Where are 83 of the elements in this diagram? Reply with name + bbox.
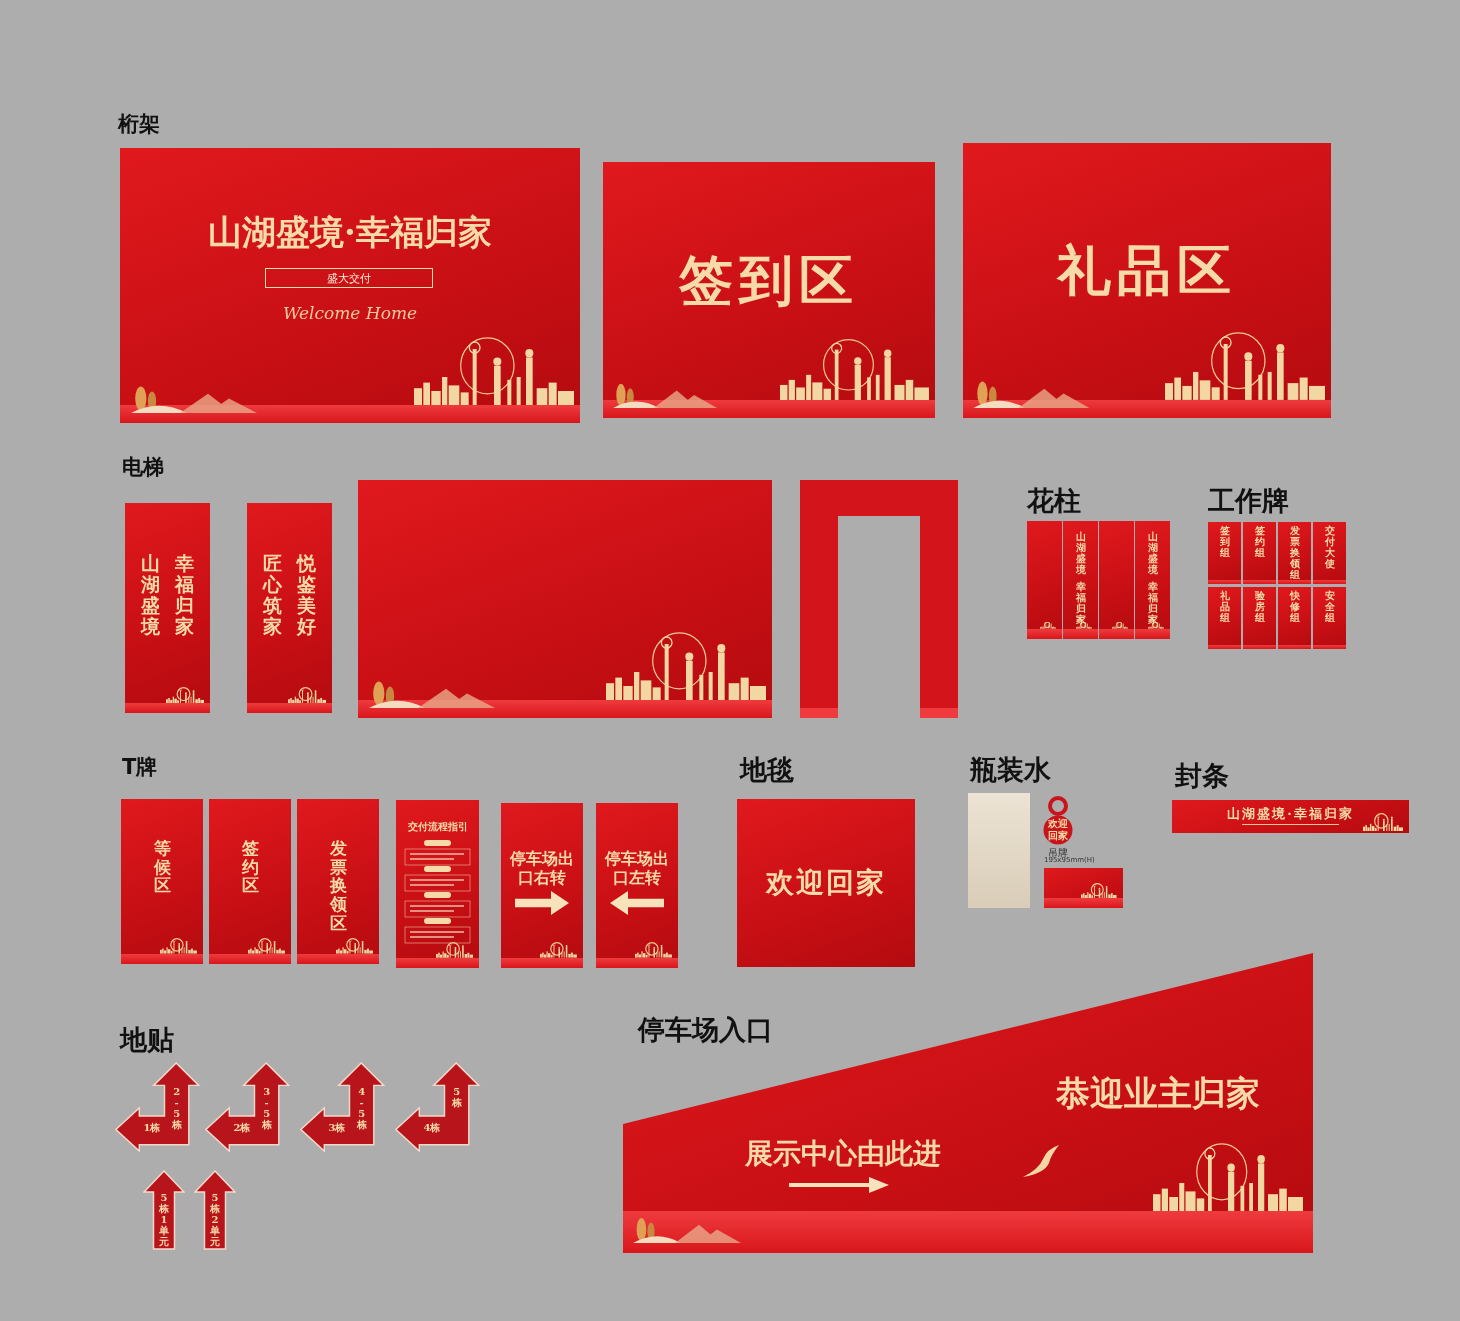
badge-card [1278, 587, 1311, 649]
sign-panel [963, 143, 1331, 418]
section-heading: 地毯 [740, 753, 794, 787]
area-title: 签约区 [241, 839, 259, 896]
truss-banner [120, 148, 580, 423]
t-sign-panel [596, 803, 678, 968]
team-name: 快修组 [1289, 590, 1300, 623]
floor-arrow-sticker [143, 1170, 185, 1250]
team-name: 验房组 [1254, 590, 1265, 623]
badge-card [1278, 522, 1311, 584]
team-name: 交付大使 [1324, 525, 1335, 569]
section-heading: 工作牌 [1208, 484, 1289, 518]
tag-text: 欢迎回家 [1048, 818, 1068, 842]
t-sign-panel [121, 799, 203, 964]
floor-arrow-sticker [194, 1170, 236, 1250]
section-heading: 桁架 [118, 111, 160, 138]
badge-card [1313, 522, 1346, 584]
subtitle-frame: 盛大交付 [265, 268, 433, 288]
area-title: 签到区 [679, 247, 859, 313]
vertical-slogan: 幸福归家 [1075, 581, 1086, 625]
welcome-headline: 恭迎业主归家 [1055, 1072, 1261, 1115]
script-text: Welcome Home [281, 303, 419, 323]
building-label: 3栋 [327, 1121, 347, 1136]
vertical-slogan: 悦鉴美好 [297, 553, 317, 637]
t-sign-panel [501, 803, 583, 968]
guide-title: 交付流程指引 [406, 820, 469, 834]
vertical-slogan: 山湖盛境 [140, 553, 160, 637]
badge-card [1243, 522, 1276, 584]
badge-card [1243, 587, 1276, 649]
team-name: 安全组 [1324, 590, 1335, 623]
elevator-panel [125, 503, 210, 713]
column-panel [1135, 521, 1170, 639]
team-name: 签约组 [1254, 525, 1265, 558]
vertical-slogan: 山湖盛境 [1075, 531, 1086, 575]
building-label: 2栋 [232, 1121, 252, 1136]
slogan-headline: 山湖盛境·幸福归家 [1227, 805, 1354, 822]
area-title: 礼品区 [1057, 238, 1237, 303]
guide-headline: 展示中心由此进 [744, 1136, 942, 1172]
t-sign-panel [297, 799, 379, 964]
unit-label: 5栋1单元 [159, 1192, 169, 1247]
photo-placeholder [968, 793, 1030, 908]
team-name: 发票换领组 [1289, 525, 1300, 580]
elevator-panel [247, 503, 332, 713]
direction-text: 停车场出口右转 [510, 849, 574, 888]
badge-card [1208, 587, 1241, 649]
building-label: 3-5栋 [261, 1086, 272, 1130]
t-sign-panel [209, 799, 291, 964]
carpet-panel [737, 799, 915, 967]
badge-card [1313, 587, 1346, 649]
vertical-slogan: 幸福归家 [175, 553, 195, 637]
team-name: 签到组 [1219, 525, 1230, 558]
vertical-slogan: 幸福归家 [1147, 581, 1158, 625]
area-title: 等候区 [153, 839, 171, 896]
section-heading: T牌 [122, 754, 158, 781]
building-label: 4-5栋 [356, 1086, 367, 1130]
vertical-slogan: 山湖盛境 [1147, 531, 1158, 575]
section-heading: 停车场入口 [638, 1013, 773, 1047]
team-name: 礼品组 [1219, 590, 1230, 623]
seal-strip [1172, 800, 1409, 833]
area-title: 发票换领区 [329, 839, 347, 933]
t-sign-panel [396, 800, 479, 968]
column-panel [1063, 521, 1098, 639]
vertical-slogan: 匠心筑家 [262, 553, 282, 637]
section-heading: 电梯 [122, 454, 164, 481]
bottle-label [1044, 868, 1123, 908]
badge-card [1208, 522, 1241, 584]
hang-tag [1043, 795, 1073, 845]
slogan-headline: 山湖盛境·幸福归家 [207, 211, 493, 254]
building-label: 2-5栋 [171, 1086, 182, 1130]
column-panel [1027, 521, 1062, 639]
building-label: 4栋 [422, 1121, 442, 1136]
column-panel [1099, 521, 1134, 639]
section-heading: 瓶装水 [970, 753, 1051, 787]
sign-panel [603, 162, 935, 418]
section-heading: 封条 [1175, 759, 1229, 793]
welcome-text: 欢迎回家 [766, 866, 886, 900]
elevator-wrap-panel [358, 480, 772, 718]
section-heading: 地贴 [120, 1023, 174, 1057]
unit-label: 5栋2单元 [210, 1192, 220, 1247]
building-label: 1栋 [142, 1121, 162, 1136]
section-heading: 花柱 [1027, 484, 1081, 518]
direction-text: 停车场出口左转 [605, 849, 669, 888]
building-label: 5栋 [451, 1086, 462, 1108]
